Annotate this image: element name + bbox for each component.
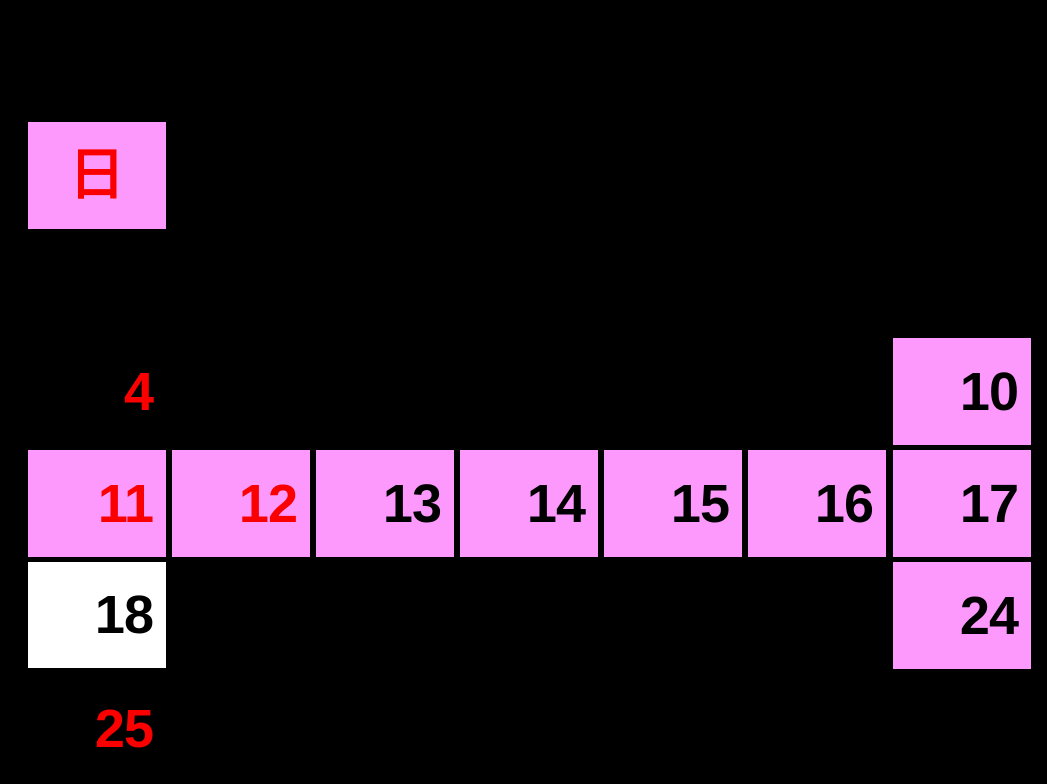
day-number-label: 11 — [97, 473, 154, 534]
day-number-label: 15 — [670, 473, 730, 534]
day-cell-16[interactable]: 16 — [748, 450, 886, 557]
weekday-header-sunday: 日 — [28, 122, 166, 229]
day-cell-4[interactable]: 4 — [28, 338, 166, 445]
day-number-label: 14 — [526, 473, 586, 534]
day-cell-24[interactable]: 24 — [893, 562, 1031, 669]
day-number-label: 16 — [814, 473, 874, 534]
day-number-label: 17 — [959, 473, 1019, 534]
weekday-header-label: 日 — [69, 142, 125, 208]
day-cell-12[interactable]: 12 — [172, 450, 310, 557]
day-number-label: 24 — [959, 585, 1019, 646]
day-number-label: 18 — [94, 585, 154, 645]
day-cell-11[interactable]: 11 — [28, 450, 166, 557]
day-cell-17[interactable]: 17 — [893, 450, 1031, 557]
day-number-label: 12 — [238, 473, 298, 534]
day-number-label: 13 — [382, 473, 442, 534]
day-cell-18[interactable]: 18 — [28, 562, 166, 668]
day-number-label: 10 — [959, 361, 1019, 422]
day-cell-14[interactable]: 14 — [460, 450, 598, 557]
day-cell-15[interactable]: 15 — [604, 450, 742, 557]
day-cell-10[interactable]: 10 — [893, 338, 1031, 445]
day-number-label: 4 — [123, 361, 154, 422]
day-cell-13[interactable]: 13 — [316, 450, 454, 557]
day-number-label: 25 — [94, 698, 154, 759]
day-cell-25[interactable]: 25 — [28, 675, 166, 782]
